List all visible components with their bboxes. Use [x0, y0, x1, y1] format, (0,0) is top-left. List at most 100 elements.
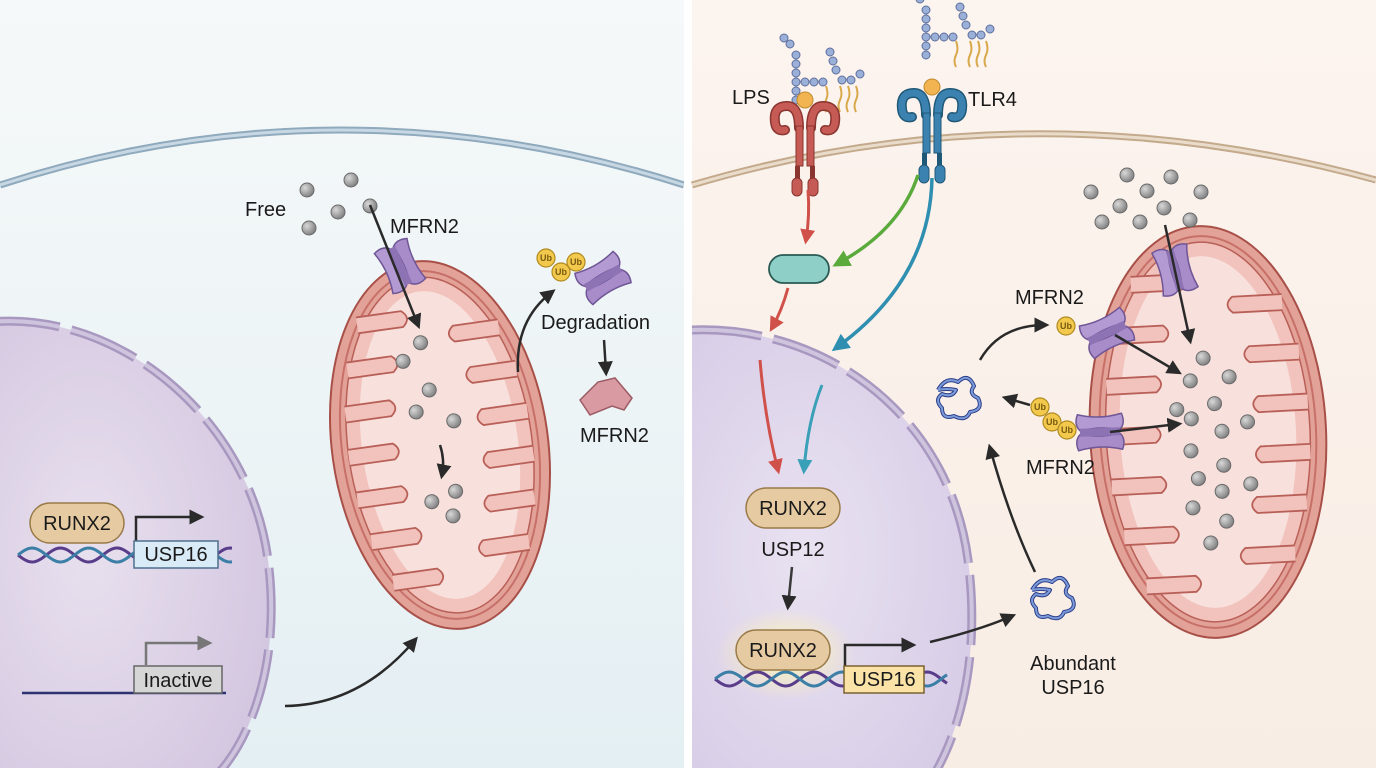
- ubiquitin-icon: [1042, 412, 1062, 432]
- mito-crista: [392, 567, 445, 592]
- receptor-tir-domain: [934, 164, 946, 184]
- ubiquitin-label: Ub: [555, 267, 567, 277]
- md2-bound-icon: [923, 78, 941, 96]
- runx2-bubble-left: [29, 502, 125, 544]
- mfrn2-transporter-top: [1150, 243, 1200, 297]
- lps-sugar-bead: [921, 23, 931, 33]
- iron-particle: [1139, 183, 1155, 199]
- arrow-tlr4-to-nucleus: [831, 177, 934, 352]
- transporter-half: [373, 247, 408, 295]
- iron-particle: [1169, 402, 1185, 418]
- md2-bound-icon: [796, 91, 814, 109]
- iron-particle: [1221, 369, 1237, 385]
- iron-particle: [301, 220, 317, 236]
- transcription-arrow-right: [843, 637, 917, 666]
- lps-sugar-bead: [967, 30, 977, 40]
- mito-matrix: [1119, 256, 1297, 608]
- lps-molecule-2: [915, 0, 995, 68]
- lps-sugar-bead: [958, 11, 968, 21]
- ubiquitin-icon: [551, 262, 571, 282]
- label-mfrn2-upper: MFRN2: [1015, 287, 1084, 309]
- arrow-nucleus-to-mito: [284, 636, 418, 708]
- usp16-gene-box-right: [843, 665, 925, 694]
- label-mfrn2-lower: MFRN2: [1026, 457, 1095, 479]
- iron-particle: [1183, 443, 1199, 459]
- iron-particle: [1219, 513, 1235, 529]
- iron-particle: [1132, 214, 1148, 230]
- arrow-iron-import-lower: [1109, 417, 1183, 434]
- lps-sugar-bead: [948, 32, 958, 42]
- lps-sugar-bead: [961, 20, 971, 30]
- iron-particle: [1182, 212, 1198, 228]
- iron-particle: [445, 508, 461, 524]
- mfrn2-transporter-left: [373, 237, 427, 295]
- lps-sugar-bead: [791, 59, 801, 69]
- lipid-tail: [967, 40, 973, 68]
- label-tlr4: TLR4: [968, 89, 1017, 111]
- ubiquitin-icon: [566, 252, 586, 272]
- ubiquitin-label: Ub: [540, 253, 552, 263]
- ubiquitin-label: Ub: [1061, 425, 1073, 435]
- label-usp16-right: USP16: [852, 669, 915, 691]
- lipid-tail: [975, 40, 981, 68]
- iron-particle: [1119, 167, 1135, 183]
- lipid-tail: [953, 40, 959, 68]
- ubiquitin-icon: [1057, 420, 1077, 440]
- iron-particle: [1183, 411, 1199, 427]
- lps-sugar-bead: [791, 50, 801, 60]
- iron-particle: [1156, 200, 1172, 216]
- mito-crista: [476, 402, 529, 426]
- usp16-protein-abundant: [1030, 575, 1076, 621]
- mito-crista: [478, 533, 531, 558]
- inactive-gene-box: [133, 665, 223, 694]
- lps-sugar-bead: [921, 32, 931, 42]
- lps-sugar-bead: [985, 24, 995, 34]
- panel-divider: [684, 0, 692, 768]
- arrow-tlr4-to-adaptor: [832, 174, 920, 267]
- iron-particle: [1182, 373, 1198, 389]
- mito-crista: [1243, 342, 1300, 364]
- mito-crista: [1146, 574, 1202, 596]
- receptor-tir-domain: [807, 177, 819, 197]
- mito-crista: [347, 442, 400, 467]
- iron-particle: [1214, 423, 1230, 439]
- free-iron-cluster-right: [1083, 167, 1209, 230]
- lps-sugar-bead: [976, 30, 986, 40]
- mito-crista: [344, 399, 397, 424]
- iron-particle: [343, 172, 359, 188]
- ubiquitin-icon: [1056, 316, 1076, 336]
- receptor-stalk: [933, 112, 942, 154]
- mito-crista: [1226, 293, 1283, 314]
- receptor-stalk: [922, 112, 931, 154]
- iron-particle: [395, 353, 411, 369]
- iron-particle: [1185, 500, 1201, 516]
- iron-particle: [448, 483, 464, 499]
- lps-sugar-bead: [930, 32, 940, 42]
- lps-molecule-1: [779, 33, 865, 113]
- ubiquitin-icon: [1030, 397, 1050, 417]
- mfrn2-ubiquitinated: [574, 250, 632, 306]
- label-lps: LPS: [732, 87, 770, 109]
- label-usp16-left: USP16: [144, 544, 207, 566]
- iron-particle: [1203, 535, 1219, 551]
- lps-sugar-bead: [846, 75, 856, 85]
- free-iron-cluster: [299, 172, 378, 236]
- lps-sugar-bead: [791, 68, 801, 78]
- arrow-red-to-runx2: [758, 359, 783, 475]
- label-mfrn2-left: MFRN2: [390, 216, 459, 238]
- mito-crista: [1123, 525, 1180, 547]
- lps-sugar-bead: [837, 75, 847, 85]
- arrow-matrix-flow: [436, 444, 452, 480]
- label-degradation: Degradation: [541, 312, 650, 334]
- runx2-bubble-top: [745, 487, 841, 529]
- iron-particle: [424, 494, 440, 510]
- lps-sugar-bead: [921, 14, 931, 24]
- iron-particle: [1216, 457, 1232, 473]
- arrow-iron-import-left: [368, 204, 422, 330]
- lps-sugar-bead: [785, 39, 795, 49]
- lps-sugar-bead: [791, 77, 801, 87]
- lipid-tail: [837, 85, 843, 113]
